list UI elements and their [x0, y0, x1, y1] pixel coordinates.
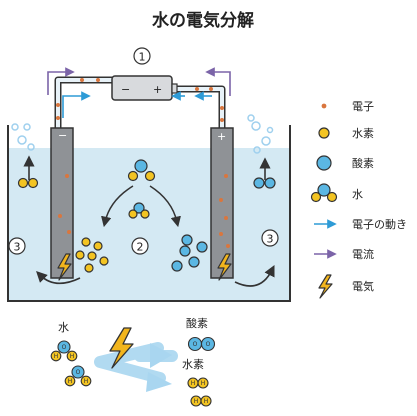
- legend-water-label: 水: [352, 188, 363, 201]
- reaction-hydrogen-label: 水素: [182, 358, 204, 371]
- svg-text:O: O: [76, 369, 81, 376]
- hydrogen-molecule: [17, 177, 39, 189]
- reaction-hydrogen-molecules: [187, 377, 212, 407]
- reaction-water-letters: O H H O H H: [54, 344, 89, 385]
- bubbles: [11, 114, 274, 154]
- svg-text:3: 3: [267, 233, 274, 246]
- reaction-oxygen-molecule: [187, 336, 216, 352]
- svg-text:H: H: [84, 378, 89, 385]
- svg-text:3: 3: [14, 241, 21, 254]
- legend-hydrogen-label: 水素: [352, 127, 374, 140]
- reaction-water-molecules: [50, 340, 92, 387]
- legend-hydrogen-marker: [318, 127, 330, 139]
- svg-text:−: −: [58, 129, 67, 142]
- svg-text:O: O: [62, 344, 67, 351]
- legend-oxygen-marker: [316, 155, 332, 171]
- step-2-marker: 2: [131, 237, 149, 255]
- svg-text:1: 1: [139, 51, 146, 64]
- battery: − +: [111, 75, 178, 101]
- lightning-icon: [57, 253, 232, 281]
- battery-plus: +: [153, 83, 162, 96]
- step-3-marker-left: 3: [8, 237, 26, 255]
- svg-text:2: 2: [137, 241, 144, 254]
- electrode-electrons: [58, 174, 230, 248]
- legend-water-marker: [310, 183, 338, 203]
- page-title: 水の電気分解: [152, 10, 254, 31]
- legend-electricity-label: 電気: [352, 279, 374, 293]
- svg-text:H: H: [204, 398, 209, 405]
- water-molecule: [127, 159, 156, 182]
- svg-text:H: H: [54, 353, 59, 360]
- legend: 電子 水素 酸素 水 電子の動き 電流 電気: [310, 100, 407, 299]
- wire-electrons: [56, 78, 224, 122]
- current-arrows: [47, 67, 231, 96]
- battery-step-marker: 1: [133, 47, 151, 65]
- hydrogen-atoms: [75, 237, 109, 273]
- oxygen-molecule: [253, 177, 276, 189]
- svg-text:O: O: [193, 341, 198, 348]
- svg-text:H: H: [194, 398, 199, 405]
- svg-text:H: H: [201, 380, 206, 387]
- reaction-water-label: 水: [58, 321, 69, 334]
- battery-minus: −: [121, 83, 130, 96]
- up-arrow-icon: [23, 155, 271, 180]
- electrode-negative: −: [50, 127, 74, 279]
- reaction-oxygen-label: 酸素: [186, 316, 208, 330]
- legend-electron-marker: [321, 103, 327, 109]
- reaction-hydrogen-letters: H H H H: [191, 380, 209, 405]
- curved-arrow-icon: [36, 264, 275, 287]
- legend-lightning-icon: [318, 274, 333, 299]
- reaction-oxygen-letters: O O: [193, 341, 211, 348]
- svg-text:O: O: [206, 341, 211, 348]
- legend-electron-label: 電子: [352, 100, 374, 113]
- legend-current-label: 電流: [352, 247, 374, 261]
- center-atoms: [128, 202, 150, 219]
- legend-oxygen-label: 酸素: [352, 156, 374, 170]
- reaction-lightning-icon: [109, 327, 134, 369]
- svg-text:H: H: [191, 380, 196, 387]
- electrode-positive: +: [210, 127, 234, 279]
- legend-electron-flow-label: 電子の動き: [352, 217, 407, 231]
- svg-text:H: H: [70, 353, 75, 360]
- step-3-marker-right: 3: [261, 229, 279, 247]
- split-arrows: [101, 185, 181, 228]
- svg-text:+: +: [217, 130, 226, 143]
- svg-text:H: H: [68, 378, 73, 385]
- oxygen-atoms: [171, 234, 208, 272]
- reaction-summary: 水 O H H O H H 酸素 O O 水素: [50, 316, 216, 407]
